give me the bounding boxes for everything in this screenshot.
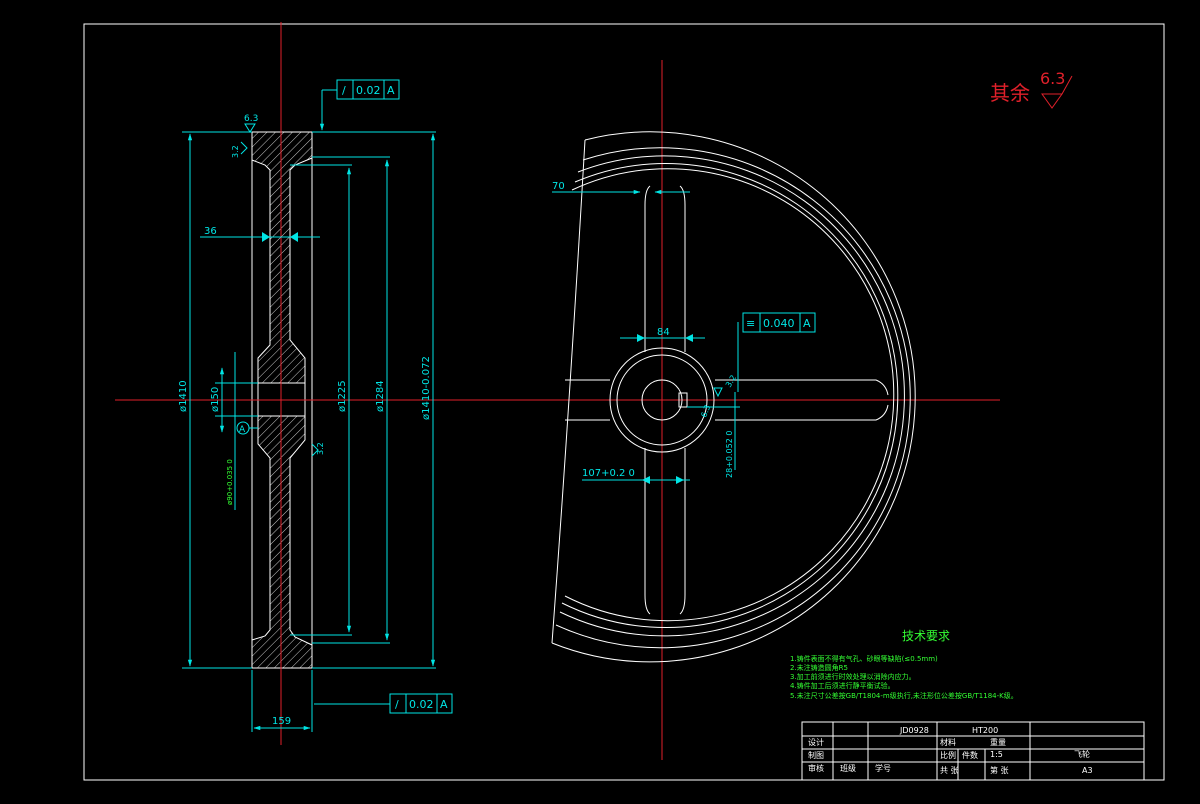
- title-label-7: 材料: [940, 737, 956, 747]
- dim-w159: 159: [272, 716, 291, 727]
- tolerance-frame-symmetry: ≡ 0.040 A: [742, 312, 816, 333]
- roughness-note-label: 其余: [990, 81, 1030, 105]
- dim-key28: 28+0.052 0: [725, 431, 734, 478]
- tech-req-4: 4.铸件加工后须进行静平衡试验。: [790, 681, 895, 690]
- svg-text:0.02: 0.02: [409, 698, 434, 711]
- dim-key107: 107+0.2 0: [582, 468, 635, 479]
- svg-text:A: A: [440, 698, 448, 711]
- title-label-0: 设计: [808, 737, 824, 747]
- front-view: 70 84 107+0.2 0 28+0.052 0 3.2 6.3 ≡ 0.0…: [551, 60, 916, 760]
- roughness-note-value: 6.3: [1040, 69, 1065, 88]
- title-label-2: 审核: [808, 763, 824, 773]
- section-view: ø1410 ø150 ø90+0.035 0 ø1225 ø1284 ø1410…: [115, 22, 1000, 745]
- dim-d90: ø90+0.035 0: [226, 459, 234, 505]
- tech-req-2: 2.未注铸造圆角R5: [790, 663, 848, 672]
- svg-text:A: A: [387, 84, 395, 97]
- title-label-3: 班级: [840, 763, 856, 773]
- tech-req-5: 5.未注尺寸公差按GB/T1804-m级执行,未注形位公差按GB/T1184-K…: [790, 691, 1018, 700]
- dim-d1284: ø1284: [375, 380, 386, 412]
- title-label-6: 件数: [962, 750, 978, 760]
- title-label-5: 比例: [940, 750, 956, 760]
- svg-text:0.02: 0.02: [356, 84, 381, 97]
- title-label-4: 学号: [875, 763, 891, 773]
- rough-32c: 3.2: [724, 373, 738, 389]
- tech-req-1: 1.铸件表面不得有气孔、砂眼等缺陷(≤0.5mm): [790, 654, 938, 663]
- dim-d1225: ø1225: [337, 380, 348, 412]
- tech-req-title: 技术要求: [902, 629, 950, 643]
- title-label-10: 第 张: [990, 765, 1009, 775]
- title-sheet: A3: [1082, 766, 1093, 775]
- title-material: HT200: [972, 726, 998, 735]
- drawing-border: [83, 23, 1165, 781]
- rough-32a: 3.2: [231, 145, 240, 158]
- dim-d1410: ø1410: [178, 380, 189, 412]
- title-part-name: 飞轮: [1074, 749, 1090, 759]
- title-label-8: 重量: [990, 737, 1006, 747]
- title-label-1: 制图: [808, 750, 824, 760]
- rough-32b: 3.2: [316, 442, 325, 455]
- svg-text:≡: ≡: [746, 317, 755, 330]
- tech-requirements: 技术要求 1.铸件表面不得有气孔、砂眼等缺陷(≤0.5mm) 2.未注铸造圆角R…: [790, 629, 1018, 700]
- title-label-9: 共 张: [940, 766, 959, 775]
- tolerance-frame-top: / 0.02 A: [336, 79, 400, 100]
- title-school: JD0928: [899, 726, 929, 735]
- rough-63b: 6.3: [699, 404, 712, 419]
- svg-text:0.040: 0.040: [763, 317, 795, 330]
- dim-d1410-tol: ø1410-0.072: [421, 356, 432, 420]
- section-hatch-bottom: [251, 415, 313, 669]
- dim-d150: ø150: [210, 387, 221, 412]
- section-hatch-top: [251, 131, 313, 384]
- rough-top: 6.3: [244, 114, 258, 124]
- tech-req-3: 3.加工前须进行时效处理以消除内应力。: [790, 672, 916, 681]
- dim-w70: 70: [552, 181, 565, 192]
- dim-w36: 36: [204, 226, 217, 237]
- svg-text:/: /: [342, 84, 346, 97]
- dim-w84: 84: [657, 327, 670, 338]
- roughness-note: 其余 6.3: [990, 69, 1073, 109]
- svg-text:/: /: [395, 698, 399, 711]
- title-block: HT200 JD0928 飞轮 1:5 A3 设计 制图 审核 班级 学号 比例…: [801, 721, 1145, 781]
- tolerance-frame-bottom: / 0.02 A: [389, 693, 453, 714]
- svg-text:A: A: [803, 317, 811, 330]
- title-scale: 1:5: [990, 750, 1003, 759]
- datum-a: A: [239, 425, 246, 435]
